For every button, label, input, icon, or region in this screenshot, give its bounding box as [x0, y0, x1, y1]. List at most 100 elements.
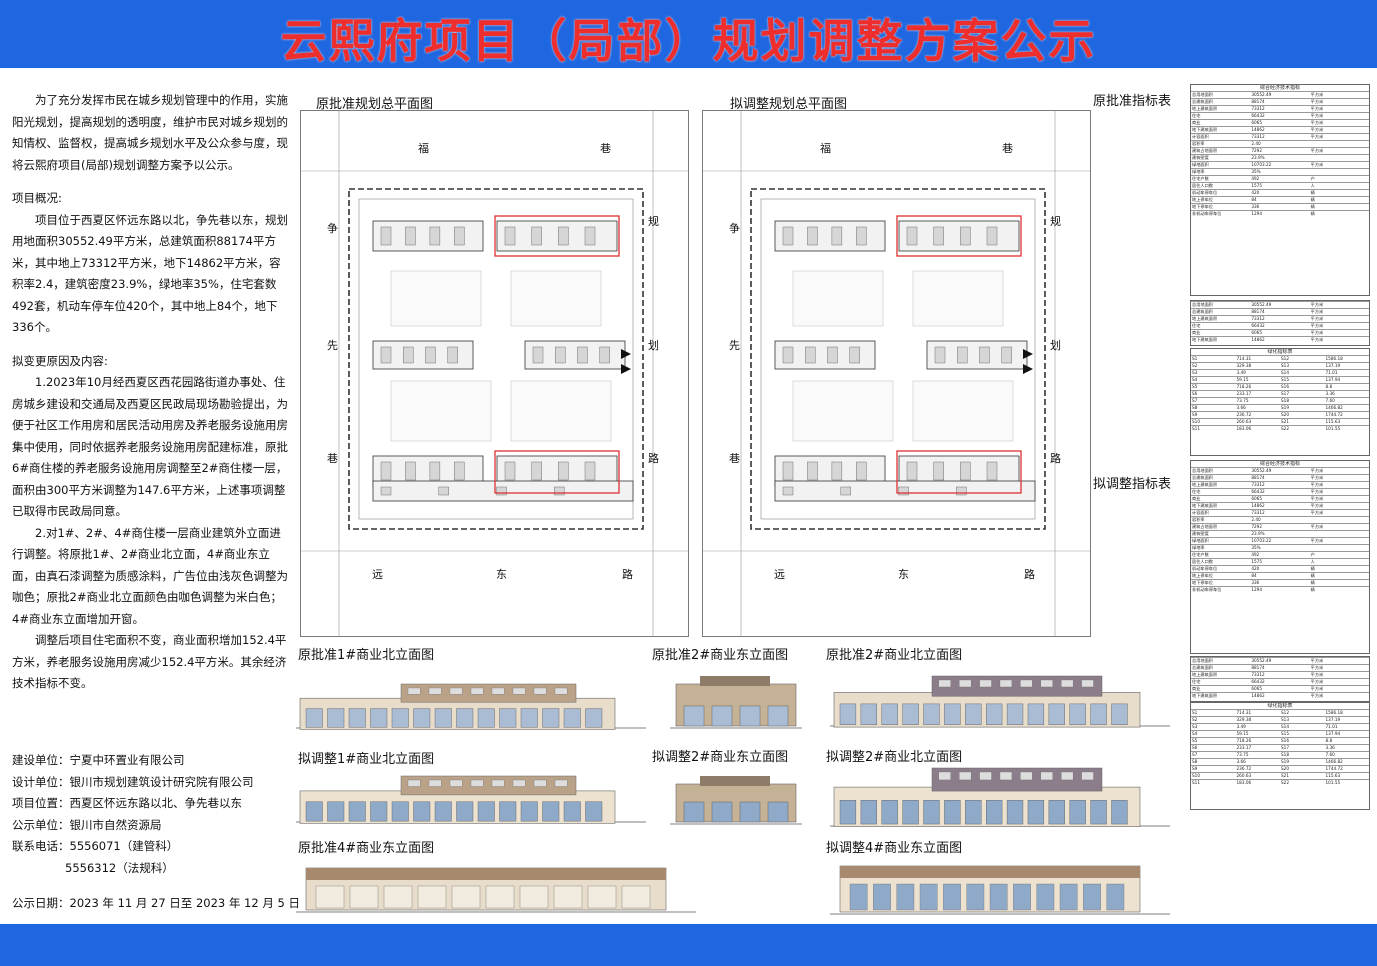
window: [860, 800, 877, 825]
reason-heading: 拟变更原因及内容:: [12, 353, 108, 368]
window: [1036, 883, 1055, 911]
window: [860, 703, 877, 725]
table-title: 综合经济技术指标: [1259, 85, 1300, 91]
upper-mass: [400, 775, 577, 796]
table-cell: 73312: [1251, 106, 1265, 111]
table-cell: 260.63: [1236, 773, 1252, 778]
unit-block: [898, 486, 909, 496]
window: [553, 885, 583, 909]
table-cell: 73312: [1251, 482, 1265, 487]
table-cell: S22: [1281, 780, 1289, 785]
unit-block: [429, 461, 441, 481]
table-cell: 总用地面积: [1192, 92, 1213, 97]
window: [965, 800, 982, 825]
table-cell: 平方米: [1310, 496, 1324, 501]
upper-window: [512, 687, 526, 695]
window: [1069, 703, 1086, 725]
table-cell: 73.75: [1236, 752, 1249, 757]
window: [327, 708, 345, 728]
unit-block: [782, 226, 794, 246]
window: [456, 801, 474, 822]
header-band: [0, 0, 1377, 68]
intro-text: 为了充分发挥市民在城乡规划管理中的作用，实施阳光规划，提高规划的透明度，维护市民…: [12, 90, 290, 695]
road-south-2: 东: [898, 568, 909, 581]
window: [1006, 800, 1024, 825]
table-cell: 非机动车停车位: [1192, 587, 1222, 592]
table-cell: 8.8: [1325, 738, 1333, 743]
upper-window: [1061, 771, 1074, 781]
table-cell: 1575: [1251, 183, 1262, 188]
table-cell: 地上停车位: [1192, 573, 1213, 578]
table-cell: 336: [1251, 580, 1260, 585]
window: [585, 708, 603, 728]
upper-window: [407, 687, 421, 695]
orig-1-north-elevation: [296, 680, 646, 732]
table-cell: 地下建筑面积: [1192, 693, 1218, 698]
table-cell: 居住人口数: [1192, 183, 1213, 188]
table-cell: 平方米: [1310, 672, 1324, 677]
adj-1-north-title: 拟调整1#商业北立面图: [298, 752, 435, 767]
table-cell: [1310, 545, 1369, 551]
table-cell: 137.19: [1325, 717, 1341, 722]
upper-window: [512, 779, 526, 787]
unit-block: [577, 346, 588, 364]
table-cell: S1: [1192, 356, 1198, 361]
upper-window: [470, 779, 484, 787]
window: [305, 708, 323, 728]
table-cell: 336: [1251, 204, 1260, 209]
upper-window: [449, 779, 463, 787]
table-cell: 平方米: [1310, 665, 1324, 670]
table-cell: 10703.22: [1251, 162, 1272, 167]
table-cell: 地下停车位: [1192, 204, 1213, 209]
table-cell: S2: [1192, 363, 1198, 368]
table-cell: 420: [1251, 566, 1260, 571]
entrance-arrow: [1023, 349, 1033, 359]
upper-window: [533, 779, 547, 787]
table-cell: 492: [1251, 176, 1260, 181]
road-north-1: 福: [820, 142, 831, 155]
window: [563, 801, 581, 822]
orig-4-east-elevation: [296, 858, 696, 916]
table-cell: 平方米: [1310, 113, 1324, 118]
table-cell: 平方米: [1310, 679, 1324, 684]
unit-block: [380, 461, 392, 481]
road-west-3: 巷: [729, 452, 740, 465]
upper-mass: [700, 776, 770, 786]
window: [902, 800, 919, 825]
window: [944, 800, 961, 825]
table-cell: 73312: [1251, 510, 1265, 515]
window: [499, 801, 517, 822]
window: [919, 883, 938, 911]
table-cell: 平方米: [1310, 538, 1324, 543]
table-cell: 30552.49: [1251, 302, 1272, 307]
table-cell: S4: [1192, 731, 1198, 736]
table-cell: 1586.18: [1325, 356, 1343, 361]
window: [370, 708, 388, 728]
window: [305, 801, 323, 822]
table-cell: [1310, 531, 1369, 537]
table-cell: 住宅: [1192, 489, 1201, 494]
table-cell: 平方米: [1310, 337, 1324, 342]
upper-window: [1061, 679, 1074, 688]
window: [896, 883, 915, 911]
upper-window: [428, 779, 442, 787]
entrance-arrow: [621, 349, 631, 359]
table-cell: 建筑占地面积: [1192, 524, 1218, 529]
phone-1: 联系电话：5556071（建管科）: [12, 839, 179, 853]
table-cell: 辆: [1310, 580, 1315, 585]
change-highlight: [494, 215, 620, 257]
window: [413, 801, 431, 822]
table-cell: 平方米: [1310, 302, 1324, 307]
table-cell: 平方米: [1310, 120, 1324, 125]
green-area: [792, 270, 884, 327]
